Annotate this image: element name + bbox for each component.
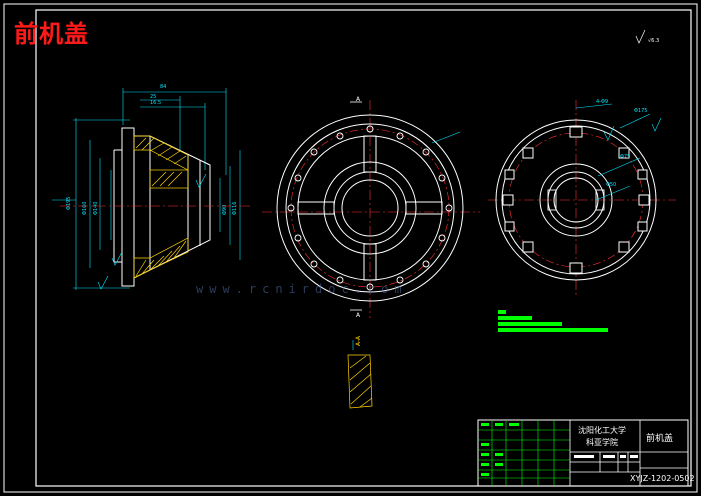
drawing-title: 前机盖	[14, 20, 89, 48]
svg-text:Φ175: Φ175	[634, 108, 647, 114]
inner-frame	[35, 9, 692, 487]
section-mark-bottom: A	[356, 312, 361, 319]
section-view: 84 25 16.5 Φ195 Φ160 Φ140 Φ116 Φ90	[52, 84, 250, 290]
svg-text:4-Φ9: 4-Φ9	[596, 99, 608, 105]
part-name: 前机盖	[646, 434, 674, 444]
technical-requirements	[498, 310, 608, 332]
svg-text:Φ116: Φ116	[232, 202, 238, 215]
section-outline	[113, 127, 211, 287]
school-name: 沈阳化工大学	[578, 426, 626, 435]
svg-text:Φ195: Φ195	[66, 197, 72, 210]
rear-bolt-holes	[502, 126, 650, 274]
svg-text:Φ140: Φ140	[93, 202, 99, 215]
section-mark-top: A	[356, 96, 361, 103]
front-bolt-holes	[287, 125, 453, 291]
drawing-number: XYJZ-1202-0502	[630, 474, 695, 483]
svg-text:A-A: A-A	[355, 335, 362, 346]
outer-border	[3, 3, 698, 493]
section-dimensions	[52, 88, 241, 290]
svg-text:84: 84	[160, 84, 166, 90]
school-college: 科亚学院	[586, 438, 618, 447]
svg-text:Φ160: Φ160	[82, 202, 88, 215]
general-roughness: √6.3	[635, 29, 659, 44]
section-roughness	[97, 173, 207, 290]
svg-text:16.5: 16.5	[150, 100, 161, 106]
rear-view: 4-Φ9 Φ175 Φ75 Φ50	[488, 99, 676, 298]
title-block	[477, 419, 689, 487]
watermark-url: www.rcnirdoc.com	[196, 282, 408, 296]
section-hatch	[133, 135, 189, 279]
svg-text:Φ90: Φ90	[222, 205, 228, 215]
svg-text:25: 25	[150, 94, 156, 100]
front-view	[262, 100, 480, 318]
svg-text:√6.3: √6.3	[648, 38, 659, 44]
section-dim-labels: 84 25 16.5 Φ195 Φ160 Φ140 Φ116 Φ90	[66, 84, 238, 215]
svg-text:Φ75: Φ75	[620, 154, 630, 160]
detail-section: A-A	[347, 335, 373, 409]
svg-text:Φ50: Φ50	[606, 182, 616, 188]
